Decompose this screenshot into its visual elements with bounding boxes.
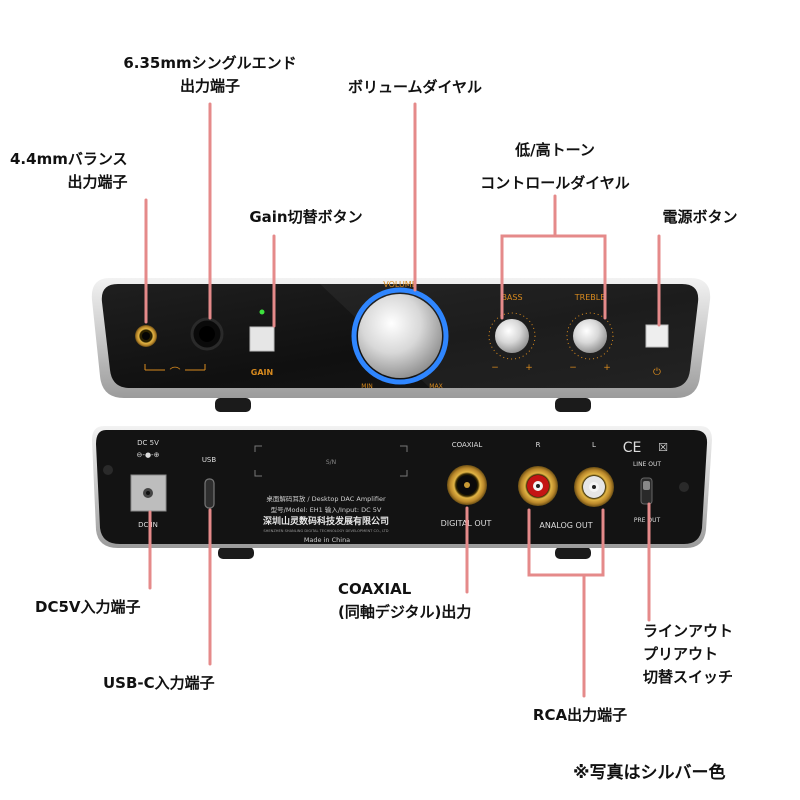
company-name: 深圳山灵数码科技发展有限公司 [263, 515, 389, 527]
coaxial-out-callout: COAXIAL (同軸デジタル)出力 [338, 578, 471, 624]
ce-mark: CE [623, 440, 642, 456]
usb-label: USB [202, 456, 217, 464]
product-info-line2: 型号/Model: EH1 输入/Input: DC 5V [271, 505, 382, 514]
treble-plus-label: + [603, 363, 611, 373]
dc-polarity-icon: ⊖-●-⊕ [137, 451, 160, 459]
treble-dial[interactable] [573, 319, 607, 353]
gain-label: GAIN [251, 368, 273, 377]
line-pre-switch-callout: ラインアウト プリアウト 切替スイッチ [643, 620, 733, 689]
back-foot-right [555, 547, 591, 559]
headphone-icon: ⌒ [170, 366, 181, 379]
tone-dial-callout-line1: 低/高トーン [515, 141, 595, 159]
line-pre-switch-callout-line3: 切替スイッチ [643, 668, 734, 686]
treble-label: TREBLE [574, 293, 606, 302]
bass-scale [488, 312, 536, 360]
line-out-label: LINE OUT [633, 461, 661, 468]
treble-minus-label: − [569, 363, 577, 373]
bass-plus-label: + [525, 363, 533, 373]
volume-dial-callout: ボリュームダイヤル [347, 78, 483, 96]
usb-c-port[interactable] [204, 478, 215, 509]
company-name-en: SHENZHEN SHANLING DIGITAL TECHNOLOGY DEV… [263, 529, 388, 533]
rca-l-label: L [592, 441, 596, 449]
analog-out-label: ANALOG OUT [539, 521, 592, 530]
screw-right [679, 482, 689, 492]
usb-in-callout: USB-C入力端子 [103, 674, 215, 692]
single-end-out-callout: 6.35mmシングルエンド 出力端子 [98, 52, 322, 98]
weee-bin-icon: ☒ [658, 441, 668, 454]
front-panel-unit: ⌒ GAIN VOLUME MIN MAX BASS − + TREBLE − … [91, 278, 711, 412]
callout-line-rca-bracket [527, 508, 605, 577]
rca-out-callout: RCA出力端子 [532, 706, 628, 724]
gain-button-callout: Gain切替ボタン [249, 208, 363, 226]
dc5v-label: DC 5V [137, 439, 159, 447]
tone-dial-callout-line2: コントロールダイヤル [480, 174, 630, 192]
coaxial-out-callout-line1: COAXIAL [338, 580, 412, 598]
line-pre-switch-callout-line2: プリアウト [643, 645, 719, 663]
power-button[interactable] [645, 324, 669, 348]
front-foot-left [215, 398, 251, 412]
rca-r-label: R [536, 441, 541, 449]
balanced-out-callout-line2: 出力端子 [67, 173, 128, 191]
pre-out-label: PRE OUT [634, 517, 661, 524]
volume-ring-light [351, 287, 449, 385]
balanced-out-callout-line1: 4.4mmバランス [10, 150, 128, 168]
gain-button[interactable] [249, 326, 275, 352]
volume-dial[interactable] [358, 294, 442, 378]
dc-in-label: DC IN [138, 521, 158, 529]
tone-dial-callout: 低/高トーン コントロールダイヤル [440, 134, 670, 200]
bass-minus-label: − [491, 363, 499, 373]
serial-number-box [254, 445, 408, 477]
power-icon: ⏻ [653, 367, 661, 378]
bass-dial[interactable] [495, 319, 529, 353]
gain-led-indicator [259, 309, 265, 315]
front-foot-right [555, 398, 591, 412]
coaxial-out-callout-line2: (同軸デジタル)出力 [338, 603, 472, 621]
back-panel-unit: DC 5V ⊖-●-⊕ DC IN USB S/N 桌面解码耳放 / Deskt… [92, 426, 712, 559]
made-in-china-label: Made in China [304, 536, 350, 544]
dc-in-callout: DC5V入力端子 [35, 598, 141, 616]
sn-label: S/N [326, 459, 336, 466]
volume-min-label: MIN [361, 383, 372, 390]
volume-max-label: MAX [429, 383, 442, 390]
callout-lines [144, 102, 661, 698]
single-end-out-callout-line2: 出力端子 [179, 77, 240, 95]
coaxial-label: COAXIAL [452, 441, 483, 449]
volume-label: VOLUME [383, 280, 417, 289]
back-foot-left [218, 547, 254, 559]
screw-left [103, 465, 113, 475]
balanced-out-callout: 4.4mmバランス 出力端子 [10, 148, 128, 194]
power-button-callout: 電源ボタン [662, 208, 738, 226]
single-end-out-callout-line1: 6.35mmシングルエンド [123, 54, 297, 72]
silver-color-note: ※写真はシルバー色 [573, 763, 726, 783]
callout-line-tone-bracket [500, 234, 607, 320]
back-faceplate [96, 430, 708, 544]
treble-scale [566, 312, 614, 360]
line-pre-switch-callout-line1: ラインアウト [643, 622, 734, 640]
bass-label: BASS [501, 293, 522, 302]
product-info-line1: 桌面解码耳放 / Desktop DAC Amplifier [266, 494, 386, 503]
